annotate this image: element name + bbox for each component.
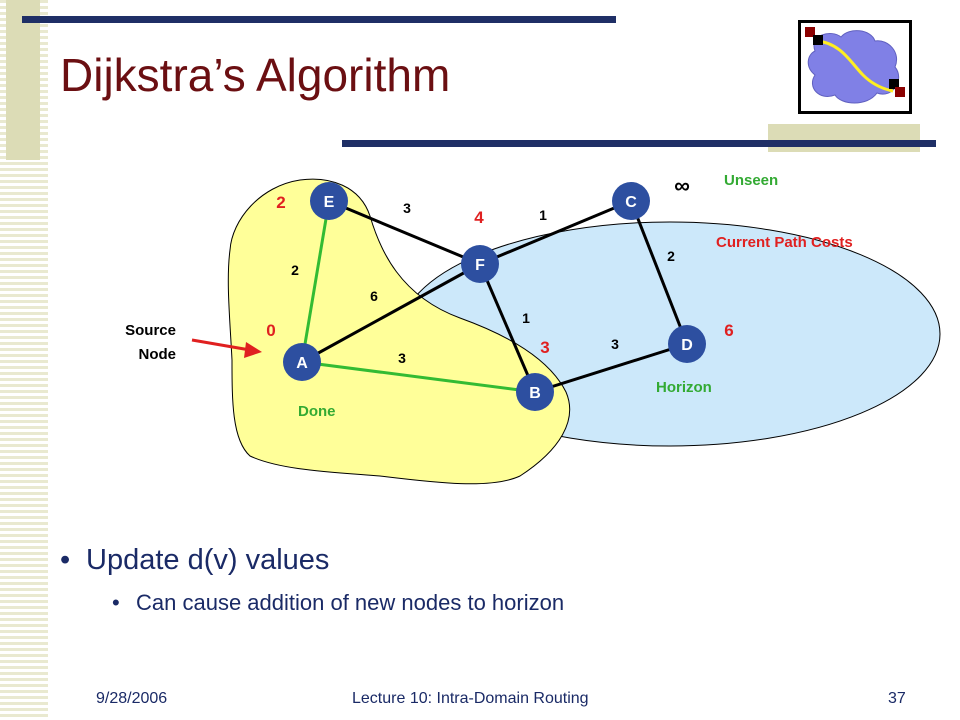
node-d-label: D <box>681 337 693 354</box>
bullet-sub-text: Can cause addition of new nodes to horiz… <box>136 590 565 615</box>
cost-e: 2 <box>276 193 285 212</box>
weight-b-d: 3 <box>611 336 619 352</box>
weight-a-f: 6 <box>370 288 378 304</box>
footer-date: 9/28/2006 <box>96 690 168 707</box>
label-horizon: Horizon <box>656 379 712 396</box>
edge-b-d <box>534 342 688 394</box>
node-e: E <box>310 182 348 220</box>
top-rule <box>22 16 616 23</box>
source-arrow <box>191 338 251 352</box>
weight-e-f: 3 <box>403 200 411 216</box>
node-e-label: E <box>324 194 335 211</box>
done-region <box>227 178 571 485</box>
footer-course: Lecture 10: Intra-Domain Routing <box>352 690 589 707</box>
node-b-label: B <box>529 385 541 402</box>
edge-a-f <box>301 262 481 364</box>
source-arrow-head <box>244 342 262 358</box>
node-c-label: C <box>625 194 637 211</box>
weight-f-c: 1 <box>539 207 547 223</box>
edge-e-a <box>300 200 331 363</box>
label-source-line2: Node <box>139 346 177 363</box>
cost-c: ∞ <box>674 173 690 198</box>
node-a-label: A <box>296 355 308 372</box>
label-current-path-costs: Current Path Costs <box>716 234 853 251</box>
edge-f-c <box>479 199 632 266</box>
bullet-sub: • Can cause addition of new nodes to hori… <box>112 590 564 616</box>
node-c: C <box>612 182 650 220</box>
label-unseen: Unseen <box>724 172 778 189</box>
mid-rule <box>342 140 936 147</box>
bullet-dot: • <box>112 590 120 615</box>
node-b: B <box>516 373 554 411</box>
cost-d: 6 <box>724 321 733 340</box>
weight-c-d: 2 <box>667 248 675 264</box>
weight-f-b: 1 <box>522 310 530 326</box>
bullet-dot: • <box>60 544 71 576</box>
bullet-main-text: Update d(v) values <box>86 544 330 576</box>
mid-rule-block <box>768 124 920 152</box>
edge-e-f <box>328 199 481 266</box>
node-d: D <box>668 325 706 363</box>
edge-f-b <box>478 263 537 393</box>
page-title: Dijkstra’s Algorithm <box>60 49 451 101</box>
node-f: F <box>461 245 499 283</box>
node-f-label: F <box>475 257 485 274</box>
edge-c-d <box>629 200 689 345</box>
node-a: A <box>283 343 321 381</box>
label-source-line1: Source <box>125 322 176 339</box>
decorative-stripe-band <box>6 0 40 160</box>
cloud-network-icon <box>805 27 905 104</box>
footer-page-number: 37 <box>888 690 906 707</box>
weight-a-b: 3 <box>398 350 406 366</box>
logo <box>798 20 912 114</box>
cost-b: 3 <box>540 338 549 357</box>
label-done: Done <box>298 403 336 420</box>
bullet-main: • Update d(v) values <box>60 544 329 577</box>
cost-f: 4 <box>474 208 484 227</box>
weight-e-a: 2 <box>291 262 299 278</box>
cost-a: 0 <box>266 321 275 340</box>
edge-a-b <box>301 360 536 394</box>
